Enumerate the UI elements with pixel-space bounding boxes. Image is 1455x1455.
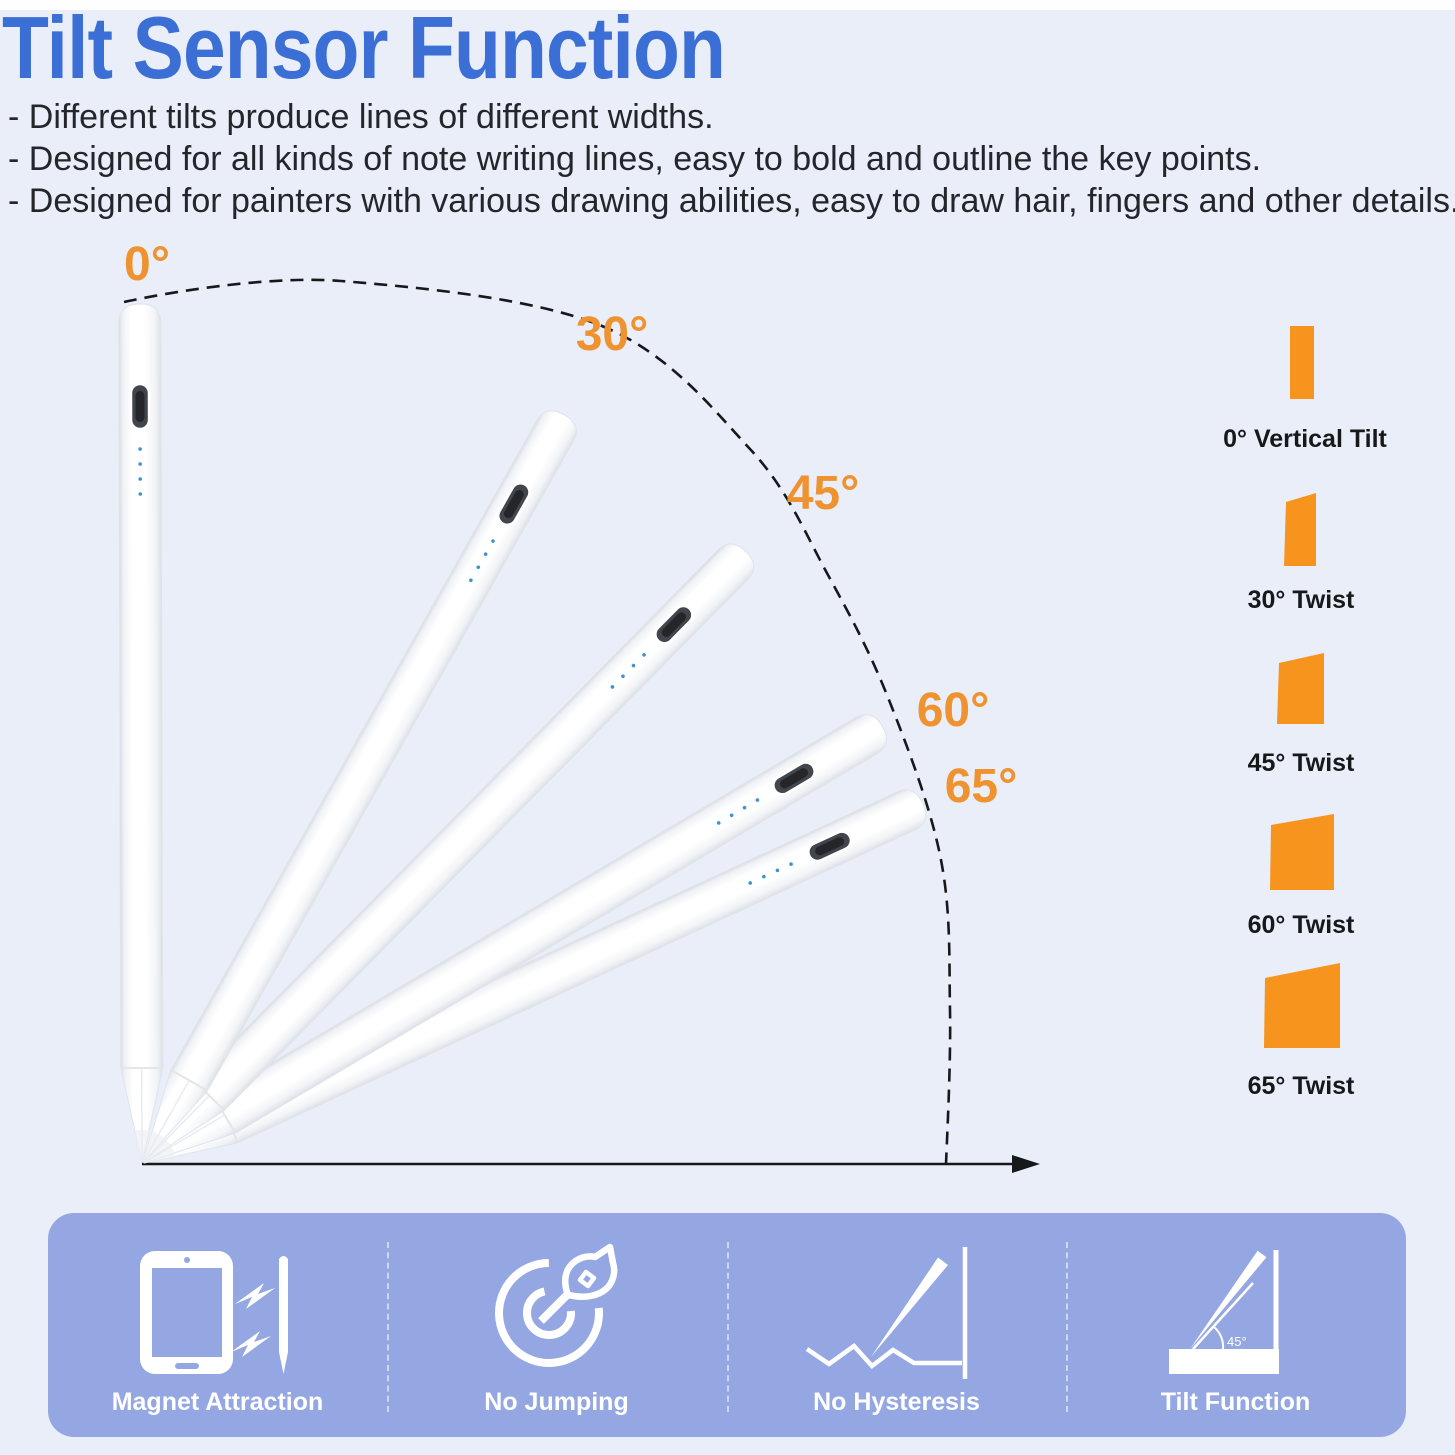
svg-text:45°: 45° bbox=[787, 467, 860, 520]
svg-text:60°: 60° bbox=[917, 684, 990, 737]
svg-text:0° Vertical Tilt: 0° Vertical Tilt bbox=[1223, 425, 1387, 453]
svg-text:30°: 30° bbox=[576, 308, 649, 361]
svg-text:45° Twist: 45° Twist bbox=[1248, 749, 1355, 777]
svg-text:60° Twist: 60° Twist bbox=[1248, 911, 1355, 939]
svg-text:65° Twist: 65° Twist bbox=[1248, 1072, 1355, 1100]
svg-text:30° Twist: 30° Twist bbox=[1248, 586, 1355, 614]
svg-text:65°: 65° bbox=[945, 760, 1018, 813]
svg-text:45°: 45° bbox=[1227, 1334, 1247, 1349]
svg-text:0°: 0° bbox=[124, 238, 170, 291]
